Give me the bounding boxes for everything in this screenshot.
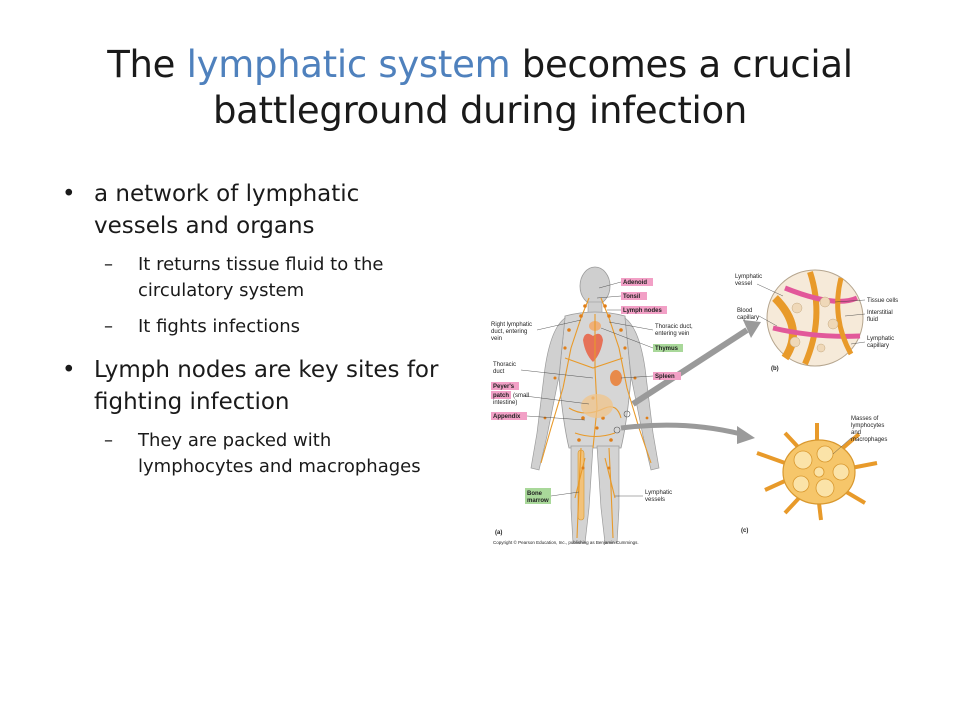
label-blood-1: Blood	[737, 308, 752, 314]
panel-label-a: (a)	[495, 530, 502, 536]
labels-panel-a: Adenoid Tonsil Lymph nodes Right lymphat…	[491, 278, 693, 545]
right-arm-shape	[530, 317, 566, 471]
bullet-list: • a network of lymphatic vessels and org…	[62, 178, 442, 480]
bullet-text: Lymph nodes are key sites for fighting i…	[94, 357, 439, 415]
label-right-duct-3: vein	[491, 336, 502, 342]
label-masses-3: and	[851, 430, 861, 436]
sub-bullet-text: They are packed with lymphocytes and mac…	[138, 430, 421, 477]
label-masses-4: macrophages	[851, 437, 887, 443]
label-interstitial-1: Interstitial	[867, 310, 893, 316]
label-tissue-cells: Tissue cells	[867, 298, 898, 304]
tag-bone-marrow	[525, 488, 551, 504]
slide-title: The lymphatic system becomes a crucial b…	[60, 42, 900, 134]
label-spleen: Spleen	[655, 374, 675, 380]
label-peyers-3: (small	[513, 393, 529, 399]
label-thoracic-vein-1: Thoracic duct,	[655, 324, 693, 330]
sub-bullet-text: It fights infections	[138, 316, 300, 337]
lymph-vessels	[540, 297, 652, 539]
head-shape	[579, 266, 611, 306]
label-tonsil: Tonsil	[623, 294, 641, 300]
tag-thymus	[653, 344, 683, 352]
spleen-shape	[610, 370, 622, 386]
figure-svg: Adenoid Tonsil Lymph nodes Right lymphat…	[491, 266, 898, 545]
bullet-mark: •	[62, 181, 76, 207]
label-thoracic-1: Thoracic	[493, 362, 516, 368]
intestine-shape	[581, 394, 613, 418]
label-masses-2: lymphocytes	[851, 423, 884, 429]
lymph-node-dots	[543, 304, 649, 470]
label-thoracic-2: duct	[493, 369, 505, 375]
tag-peyers	[491, 382, 519, 390]
title-text-before: The	[107, 43, 187, 86]
left-leg-shape	[596, 445, 620, 544]
arrow-to-c	[620, 422, 742, 437]
bullet-mark: •	[62, 357, 76, 383]
node-vessels	[756, 423, 878, 521]
left-arm-shape	[624, 317, 660, 471]
label-appendix: Appendix	[493, 414, 521, 420]
label-lymph-nodes: Lymph nodes	[623, 308, 662, 314]
panel-label-b: (b)	[771, 366, 779, 372]
label-right-duct-1: Right lymphatic	[491, 322, 532, 328]
sub-bullet-item: – It returns tissue fluid to the circula…	[62, 252, 442, 304]
tag-lymph-nodes	[621, 306, 667, 314]
sub-bullet-mark: –	[104, 430, 113, 451]
label-interstitial-2: fluid	[867, 317, 878, 323]
panel-b-tissue: Lymphatic vessel Blood capillary Tissue …	[735, 269, 898, 372]
sub-bullet-item: – They are packed with lymphocytes and m…	[62, 428, 442, 480]
label-masses-1: Masses of	[851, 416, 879, 422]
panel-label-c: (c)	[741, 528, 748, 534]
bullet-item: • Lymph nodes are key sites for fighting…	[62, 354, 442, 418]
label-lcap-2: capillary	[867, 343, 889, 349]
tag-appendix	[491, 412, 527, 420]
lymphatic-system-figure: Adenoid Tonsil Lymph nodes Right lymphat…	[485, 258, 905, 553]
title-highlight: lymphatic system	[186, 43, 511, 86]
copyright-text: Copyright © Pearson Education, Inc., pub…	[493, 539, 639, 545]
label-lcap-1: Lymphatic	[867, 336, 894, 342]
arrowhead-c	[737, 426, 755, 444]
bullet-item: • a network of lymphatic vessels and org…	[62, 178, 442, 242]
arrowhead-b	[743, 320, 761, 338]
node-highlight-circle	[623, 410, 631, 418]
label-right-duct-2: duct, entering	[491, 329, 527, 335]
tag-tonsil	[621, 292, 647, 300]
label-blood-2: capillary	[737, 315, 759, 321]
label-thoracic-vein-2: entering vein	[655, 331, 689, 337]
sub-bullet-mark: –	[104, 316, 113, 337]
label-lvessel-2: vessel	[735, 281, 752, 287]
title-text-after: becomes a crucial battleground during in…	[212, 43, 853, 132]
sub-bullet-text: It returns tissue fluid to the circulato…	[138, 254, 384, 301]
label-peyers-1: Peyer's	[493, 384, 515, 390]
node-highlight-circle	[613, 426, 621, 434]
tag-adenoid	[621, 278, 653, 286]
label-peyers-4: intestine)	[493, 400, 517, 406]
arrow-to-b	[631, 327, 749, 407]
body-diagram	[530, 266, 660, 544]
label-adenoid: Adenoid	[623, 280, 647, 286]
panel-c-lymph-node: Masses of lymphocytes and macrophages (c…	[741, 416, 887, 534]
label-peyers-2: patch	[493, 393, 509, 399]
bullet-text: a network of lymphatic vessels and organ…	[94, 181, 360, 239]
label-thymus: Thymus	[655, 346, 679, 352]
sub-bullet-item: – It fights infections	[62, 314, 442, 340]
tag-patch	[491, 391, 511, 399]
sub-bullet-mark: –	[104, 254, 113, 275]
label-lvessels-1: Lymphatic	[645, 490, 672, 496]
label-bone-1: Bone	[527, 491, 543, 497]
label-lvessels-2: vessels	[645, 497, 665, 503]
label-lvessel-1: Lymphatic	[735, 274, 762, 280]
tag-spleen	[653, 372, 681, 380]
label-bone-2: marrow	[527, 498, 549, 504]
heart-shape	[583, 333, 603, 362]
